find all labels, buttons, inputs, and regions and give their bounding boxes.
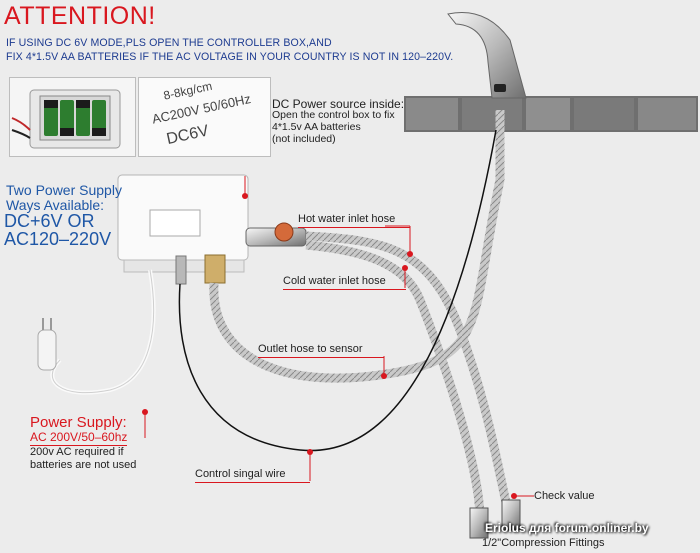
check-valve-label: Check value (534, 490, 595, 502)
stone-countertop (404, 96, 698, 132)
controller-box (117, 174, 249, 285)
attention-line-1: IF USING DC 6V MODE,PLS OPEN THE CONTROL… (6, 37, 332, 49)
attention-title: ATTENTION! (4, 2, 156, 30)
power-supply-note-1: 200v AC required if (30, 446, 124, 458)
power-supply-value: AC 200V/50–60hz (30, 430, 128, 446)
dc-note-line-1: Open the control box to fix (272, 109, 395, 121)
control-wire-label: Control singal wire (195, 468, 286, 480)
dc-note-line-2: 4*1.5v AA batteries (272, 121, 361, 133)
outlet-hose-label: Outlet hose to sensor (258, 343, 363, 355)
two-power-line-1: Two Power Supply (6, 182, 122, 198)
sensor-faucet (447, 12, 527, 99)
attention-line-2: FIX 4*1.5V AA BATTERIES IF THE AC VOLTAG… (6, 51, 454, 63)
compression-fittings (469, 499, 521, 539)
hot-water-inlet-label: Hot water inlet hose (298, 213, 396, 225)
cold-underline (283, 289, 406, 290)
power-cord (37, 269, 156, 395)
watermark: Eriolus для forum.onliner.by (485, 521, 649, 535)
rating-label-photo: 8-8kg/cm AC200V 50/60Hz DC6V (138, 77, 271, 157)
mixing-valve (245, 222, 307, 247)
power-supply-title: Power Supply: (30, 414, 127, 431)
power-supply-note-2: batteries are not used (30, 459, 137, 471)
two-power-line-4: AC120–220V (4, 229, 112, 249)
outlet-underline (258, 357, 384, 358)
dc-note-title: DC Power source inside: (272, 97, 405, 111)
battery-box-photo (9, 77, 136, 157)
two-power-line-3: DC+6V OR (4, 211, 95, 231)
battery-box-illustration (10, 78, 135, 156)
two-power-line-2: Ways Available: (6, 197, 105, 213)
dc-note-line-3: (not included) (272, 133, 336, 145)
cold-water-inlet-label: Cold water inlet hose (283, 275, 386, 287)
braided-hoses (209, 110, 515, 522)
compression-fittings-label: 1/2"Compression Fittings (482, 537, 605, 549)
control-signal-wire (178, 129, 497, 452)
hot-underline (298, 227, 410, 228)
control-underline (195, 482, 310, 483)
